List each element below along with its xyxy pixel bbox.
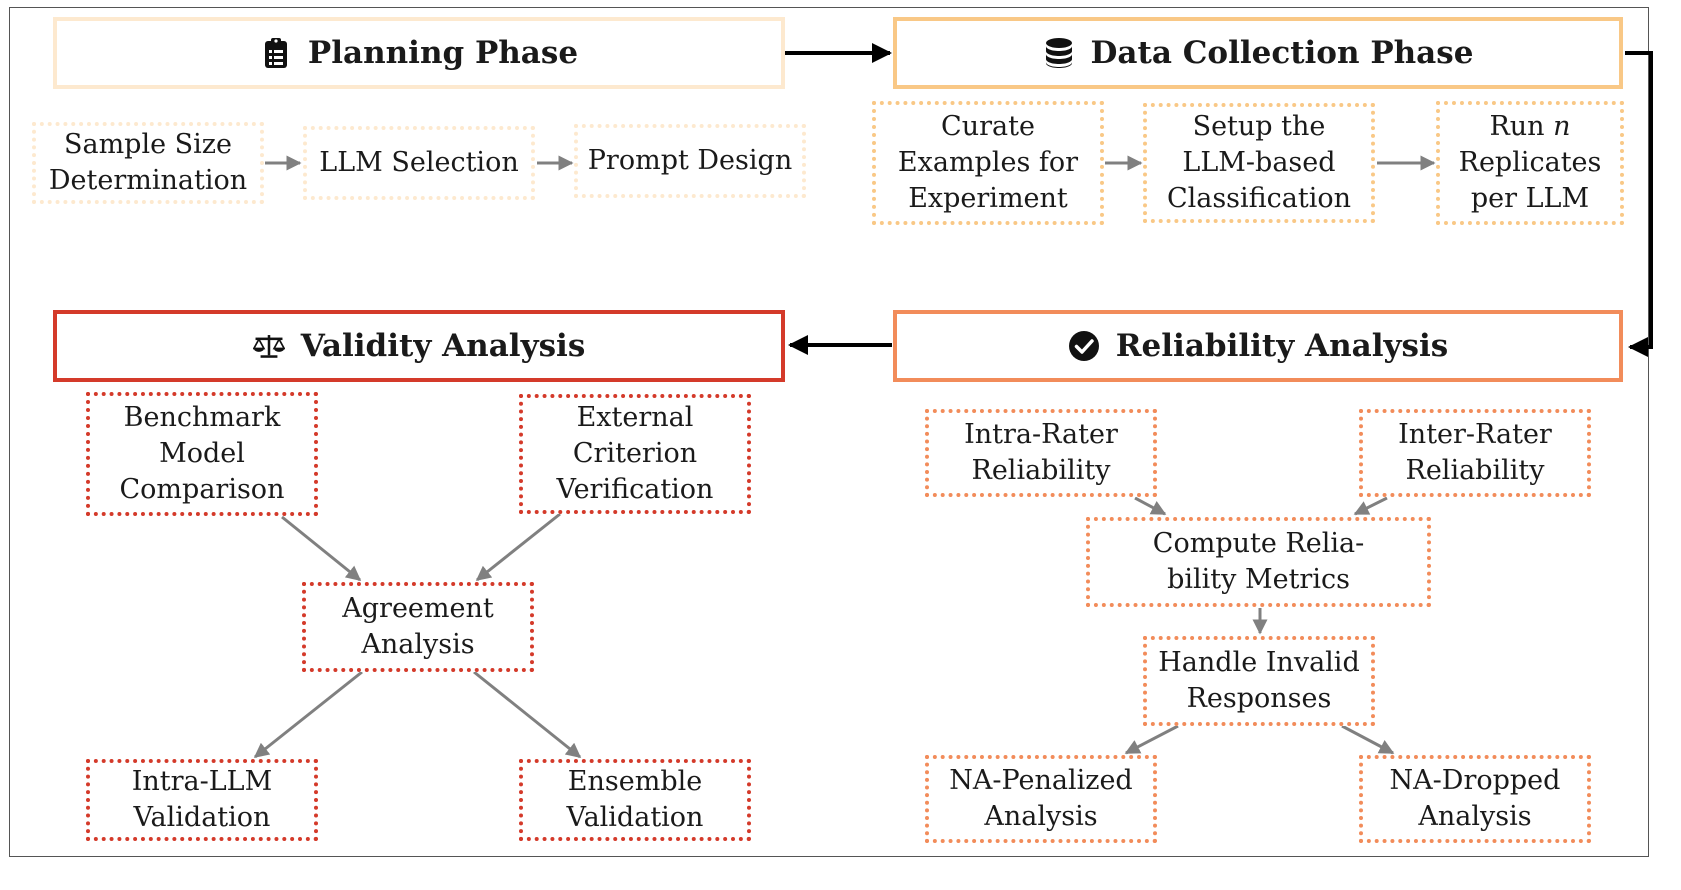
arrow-agreement-to-intra-llm — [253, 670, 363, 759]
node-compute-metrics: Compute Relia- bility Metrics — [1086, 517, 1431, 607]
arrow-invalid-to-na-penalized — [1124, 724, 1179, 755]
arrow-inter-rater-to-compute — [1353, 496, 1388, 516]
node-external-criterion: External Criterion Verification — [519, 394, 751, 514]
step-prompt-design: Prompt Design — [574, 124, 806, 198]
balance-scale-icon — [252, 330, 285, 362]
node-handle-invalid: Handle Invalid Responses — [1143, 636, 1375, 726]
figure-frame — [9, 7, 1649, 857]
node-agreement-analysis: Agreement Analysis — [302, 582, 534, 672]
reliability-phase-header: Reliability Analysis — [893, 310, 1623, 382]
arrow-data-to-reliability — [1625, 51, 1653, 357]
validity-phase-header: Validity Analysis — [53, 310, 785, 382]
planning-phase-title: Planning Phase — [307, 35, 579, 71]
step-llm-selection: LLM Selection — [303, 126, 535, 200]
step-setup-classification: Setup the LLM-based Classification — [1143, 103, 1375, 223]
node-intra-llm-validation: Intra-LLM Validation — [86, 759, 318, 841]
reliability-phase-title: Reliability Analysis — [1115, 328, 1449, 364]
node-na-dropped: NA-Dropped Analysis — [1359, 755, 1591, 843]
arrow-agreement-to-ensemble — [473, 670, 582, 759]
run-variable: n — [1553, 111, 1571, 142]
check-circle-icon — [1068, 330, 1100, 362]
clipboard-list-icon — [260, 37, 292, 69]
data-collection-phase-header: Data Collection Phase — [893, 17, 1623, 89]
node-ensemble-validation: Ensemble Validation — [519, 759, 751, 841]
step-run-replicates: Run n Replicates per LLM — [1436, 101, 1624, 225]
step-curate-examples: Curate Examples for Experiment — [872, 101, 1104, 225]
database-icon — [1043, 37, 1075, 69]
step-sample-size: Sample Size Determination — [32, 122, 264, 204]
node-benchmark-comparison: Benchmark Model Comparison — [86, 392, 318, 516]
planning-phase-header: Planning Phase — [53, 17, 785, 89]
arrow-intra-rater-to-compute — [1134, 496, 1167, 516]
arrow-external-to-agreement — [475, 512, 561, 582]
arrow-benchmark-to-agreement — [281, 515, 362, 582]
node-inter-rater: Inter-Rater Reliability — [1359, 409, 1591, 497]
data-collection-phase-title: Data Collection Phase — [1090, 35, 1474, 71]
validity-phase-title: Validity Analysis — [300, 328, 586, 364]
run-suffix: Replicates per LLM — [1458, 147, 1602, 214]
node-intra-rater: Intra-Rater Reliability — [925, 409, 1157, 497]
run-prefix: Run — [1489, 111, 1554, 142]
node-na-penalized: NA-Penalized Analysis — [925, 755, 1157, 843]
arrow-invalid-to-na-dropped — [1341, 724, 1395, 755]
